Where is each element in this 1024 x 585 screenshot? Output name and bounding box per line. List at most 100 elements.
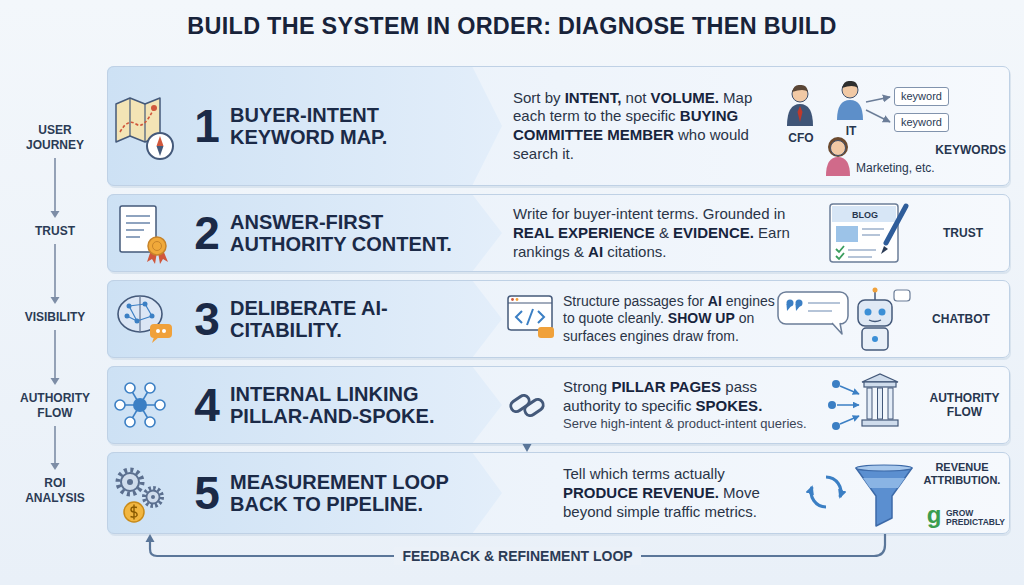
pillar-hub-part-part [840, 386, 859, 394]
compass-icon-part [157, 136, 164, 146]
journey-label: USER JOURNEY [15, 123, 95, 153]
pillar-hub-part [878, 388, 883, 419]
robot-figure-part [858, 300, 892, 326]
step-number: 5 [186, 470, 228, 516]
side-label: AUTHORITY FLOW [923, 391, 1006, 420]
text-slot: AUTHORITY FLOW [923, 391, 1006, 420]
diagram-title: BUILD THE SYSTEM IN ORDER: DIAGNOSE THEN… [0, 12, 1024, 40]
text-slot: 5 [186, 470, 228, 516]
emphasis: REVENUE. [642, 484, 719, 501]
text-slot: Structure passages for AI engines to quo… [563, 293, 775, 346]
step-number: 4 [186, 382, 228, 428]
band-chevron [107, 194, 502, 272]
certificate-icon-part [148, 237, 166, 255]
emphasis: EVIDENCE. [673, 224, 754, 241]
blog-illustration-part [848, 249, 876, 251]
band-chevron [107, 452, 502, 534]
emphasis: SHOW [668, 310, 712, 326]
step-heading: ANSWER-FIRST AUTHORITY CONTENT. [230, 211, 470, 256]
gears-icon-part [127, 479, 133, 485]
certificate-icon-part [126, 222, 150, 224]
label-slot: VISIBILITY [15, 310, 95, 325]
network-icon [115, 383, 165, 427]
journey-arrows-part [51, 463, 60, 470]
logo-mark: g [922, 503, 946, 527]
network-icon-part-part [125, 417, 135, 427]
text-slot: Write for buyer-intent terms. Grounded i… [513, 205, 823, 261]
pillar-hub-part [862, 374, 898, 382]
step-description: Serve high-intent & product-intent queri… [563, 416, 818, 432]
side-label: Marketing, etc. [856, 161, 948, 175]
brain-icon [118, 296, 172, 343]
step-heading: DELIBERATE AI-CITABILITY. [230, 297, 470, 342]
chain-icon [509, 393, 546, 417]
network-icon-part-part [145, 417, 155, 427]
blog-illustration [830, 204, 906, 262]
band-fill [107, 280, 1010, 358]
text-slot: 4 [186, 382, 228, 428]
journey-label: AUTHORITY FLOW [15, 391, 95, 421]
journey-arrows-part [51, 378, 60, 385]
connector [523, 444, 532, 452]
gears-icon-part [131, 505, 138, 520]
emphasis: PRODUCE [563, 484, 638, 501]
logo-text: GROW PREDICTABLY [946, 509, 1010, 527]
step-description: Write for buyer-intent terms. Grounded i… [513, 205, 823, 261]
text-slot: ANSWER-FIRST AUTHORITY CONTENT. [230, 211, 470, 256]
cfo-figure-part [798, 106, 803, 122]
step-description: Sort by INTENT, not VOLUME. Map each ter… [513, 89, 781, 164]
label-slot: TRUST [15, 224, 95, 239]
journey-label: VISIBILITY [15, 310, 95, 325]
cfo-figure-part [792, 85, 808, 92]
label-slot: g [922, 503, 946, 527]
step-number: 1 [186, 103, 228, 149]
blog-illustration-part [886, 206, 906, 243]
gears-icon-part [144, 488, 162, 506]
quote-bubble-part [778, 292, 848, 324]
blog-illustration-part [848, 256, 872, 258]
step-heading: INTERNAL LINKING PILLAR-AND-SPOKE. [230, 383, 470, 428]
loop-label: FEEDBACK & REFINEMENT LOOP [394, 547, 640, 565]
pillar-hub-part [888, 388, 893, 419]
robot-figure [858, 288, 910, 351]
label-slot: USER JOURNEY [15, 123, 95, 153]
journey-arrows-part [54, 158, 56, 211]
side-label: IT [841, 124, 861, 138]
emphasis: PILLAR [611, 378, 665, 395]
compass-icon [147, 133, 173, 159]
side-label: KEYWORDS [932, 143, 1006, 157]
text-slot: 3 [186, 296, 228, 342]
it-figure [837, 81, 863, 120]
it-figure-part [842, 81, 858, 88]
code-icon-part [538, 327, 554, 338]
brain-icon-part [162, 329, 166, 333]
brain-icon-part [127, 304, 152, 321]
title-block: BUILD THE SYSTEM IN ORDER: DIAGNOSE THEN… [0, 12, 1024, 40]
band-fill [107, 66, 1010, 186]
blog-illustration-part [830, 204, 898, 262]
side-label: REVENUE ATTRIBUTION. [916, 461, 1008, 487]
step-number: 3 [186, 296, 228, 342]
pillar-hub-part [832, 422, 840, 430]
chain-icon-part [523, 397, 546, 417]
emphasis: UP [715, 310, 734, 326]
marketing-figure-part [831, 141, 846, 156]
emphasis: MEMBER [607, 126, 674, 143]
journey-arrows-part [54, 244, 56, 297]
text-slot: Strong PILLAR PAGES pass authority to sp… [563, 378, 818, 432]
brain-icon-part-part [125, 314, 130, 319]
side-label: CHATBOT [916, 312, 1006, 326]
code-icon-part [508, 296, 552, 330]
text-slot: Tell which terms actually PRODUCE REVENU… [563, 465, 803, 521]
journey-arrows-part [54, 426, 56, 463]
emphasis: AI [708, 293, 722, 309]
band-fill [107, 194, 1010, 272]
emphasis: INTENT, [565, 89, 622, 106]
brain-icon-part-part [143, 302, 148, 307]
map-icon-part [120, 108, 154, 132]
code-icon-part [508, 302, 552, 303]
blog-illustration-part [862, 228, 884, 230]
keyword-arrows-part [866, 110, 890, 122]
label-slot: ROI ANALYSIS [15, 476, 95, 506]
pillar-hub-part [837, 386, 859, 424]
